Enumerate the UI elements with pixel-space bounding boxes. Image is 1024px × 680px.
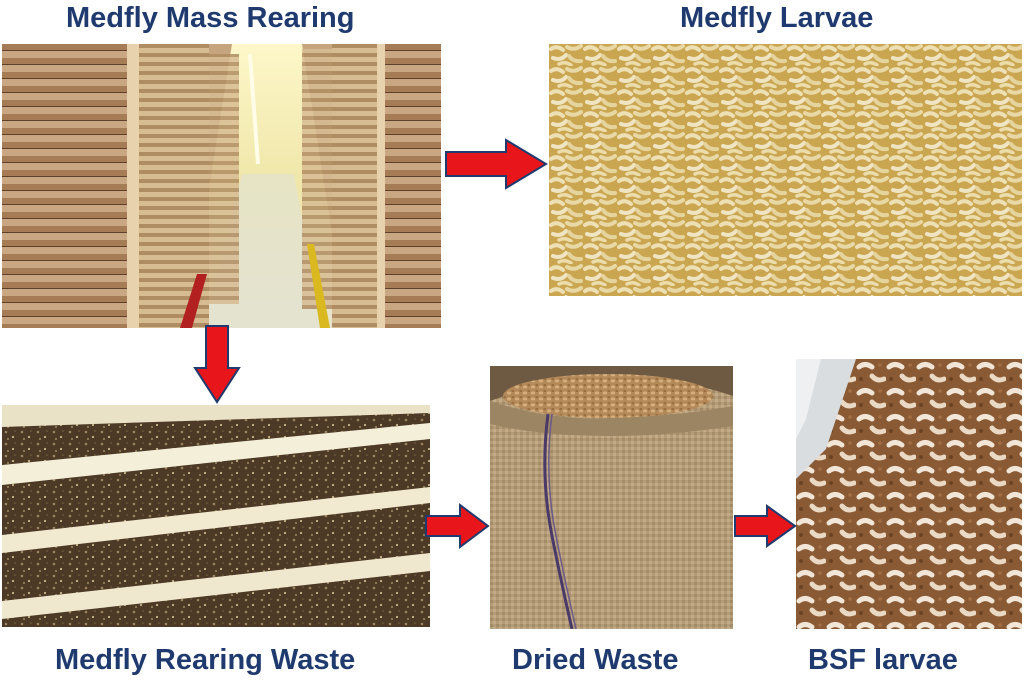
label-medfly-larvae: Medfly Larvae	[680, 2, 874, 34]
red-arrow-icon	[193, 324, 241, 404]
label-bsf-larvae: BSF larvae	[808, 644, 958, 676]
photo-bsf-larvae	[796, 359, 1022, 629]
photo-medfly-larvae	[549, 44, 1022, 296]
label-dried-waste: Dried Waste	[512, 644, 679, 676]
red-arrow-icon	[733, 504, 797, 548]
label-medfly-rearing-waste: Medfly Rearing Waste	[55, 644, 356, 676]
photo-medfly-rearing-waste	[2, 405, 430, 627]
red-arrow-icon	[424, 503, 490, 549]
red-arrow-icon	[444, 138, 548, 190]
label-medfly-mass-rearing: Medfly Mass Rearing	[66, 2, 355, 34]
photo-dried-waste	[490, 366, 733, 629]
photo-medfly-mass-rearing	[2, 44, 441, 328]
